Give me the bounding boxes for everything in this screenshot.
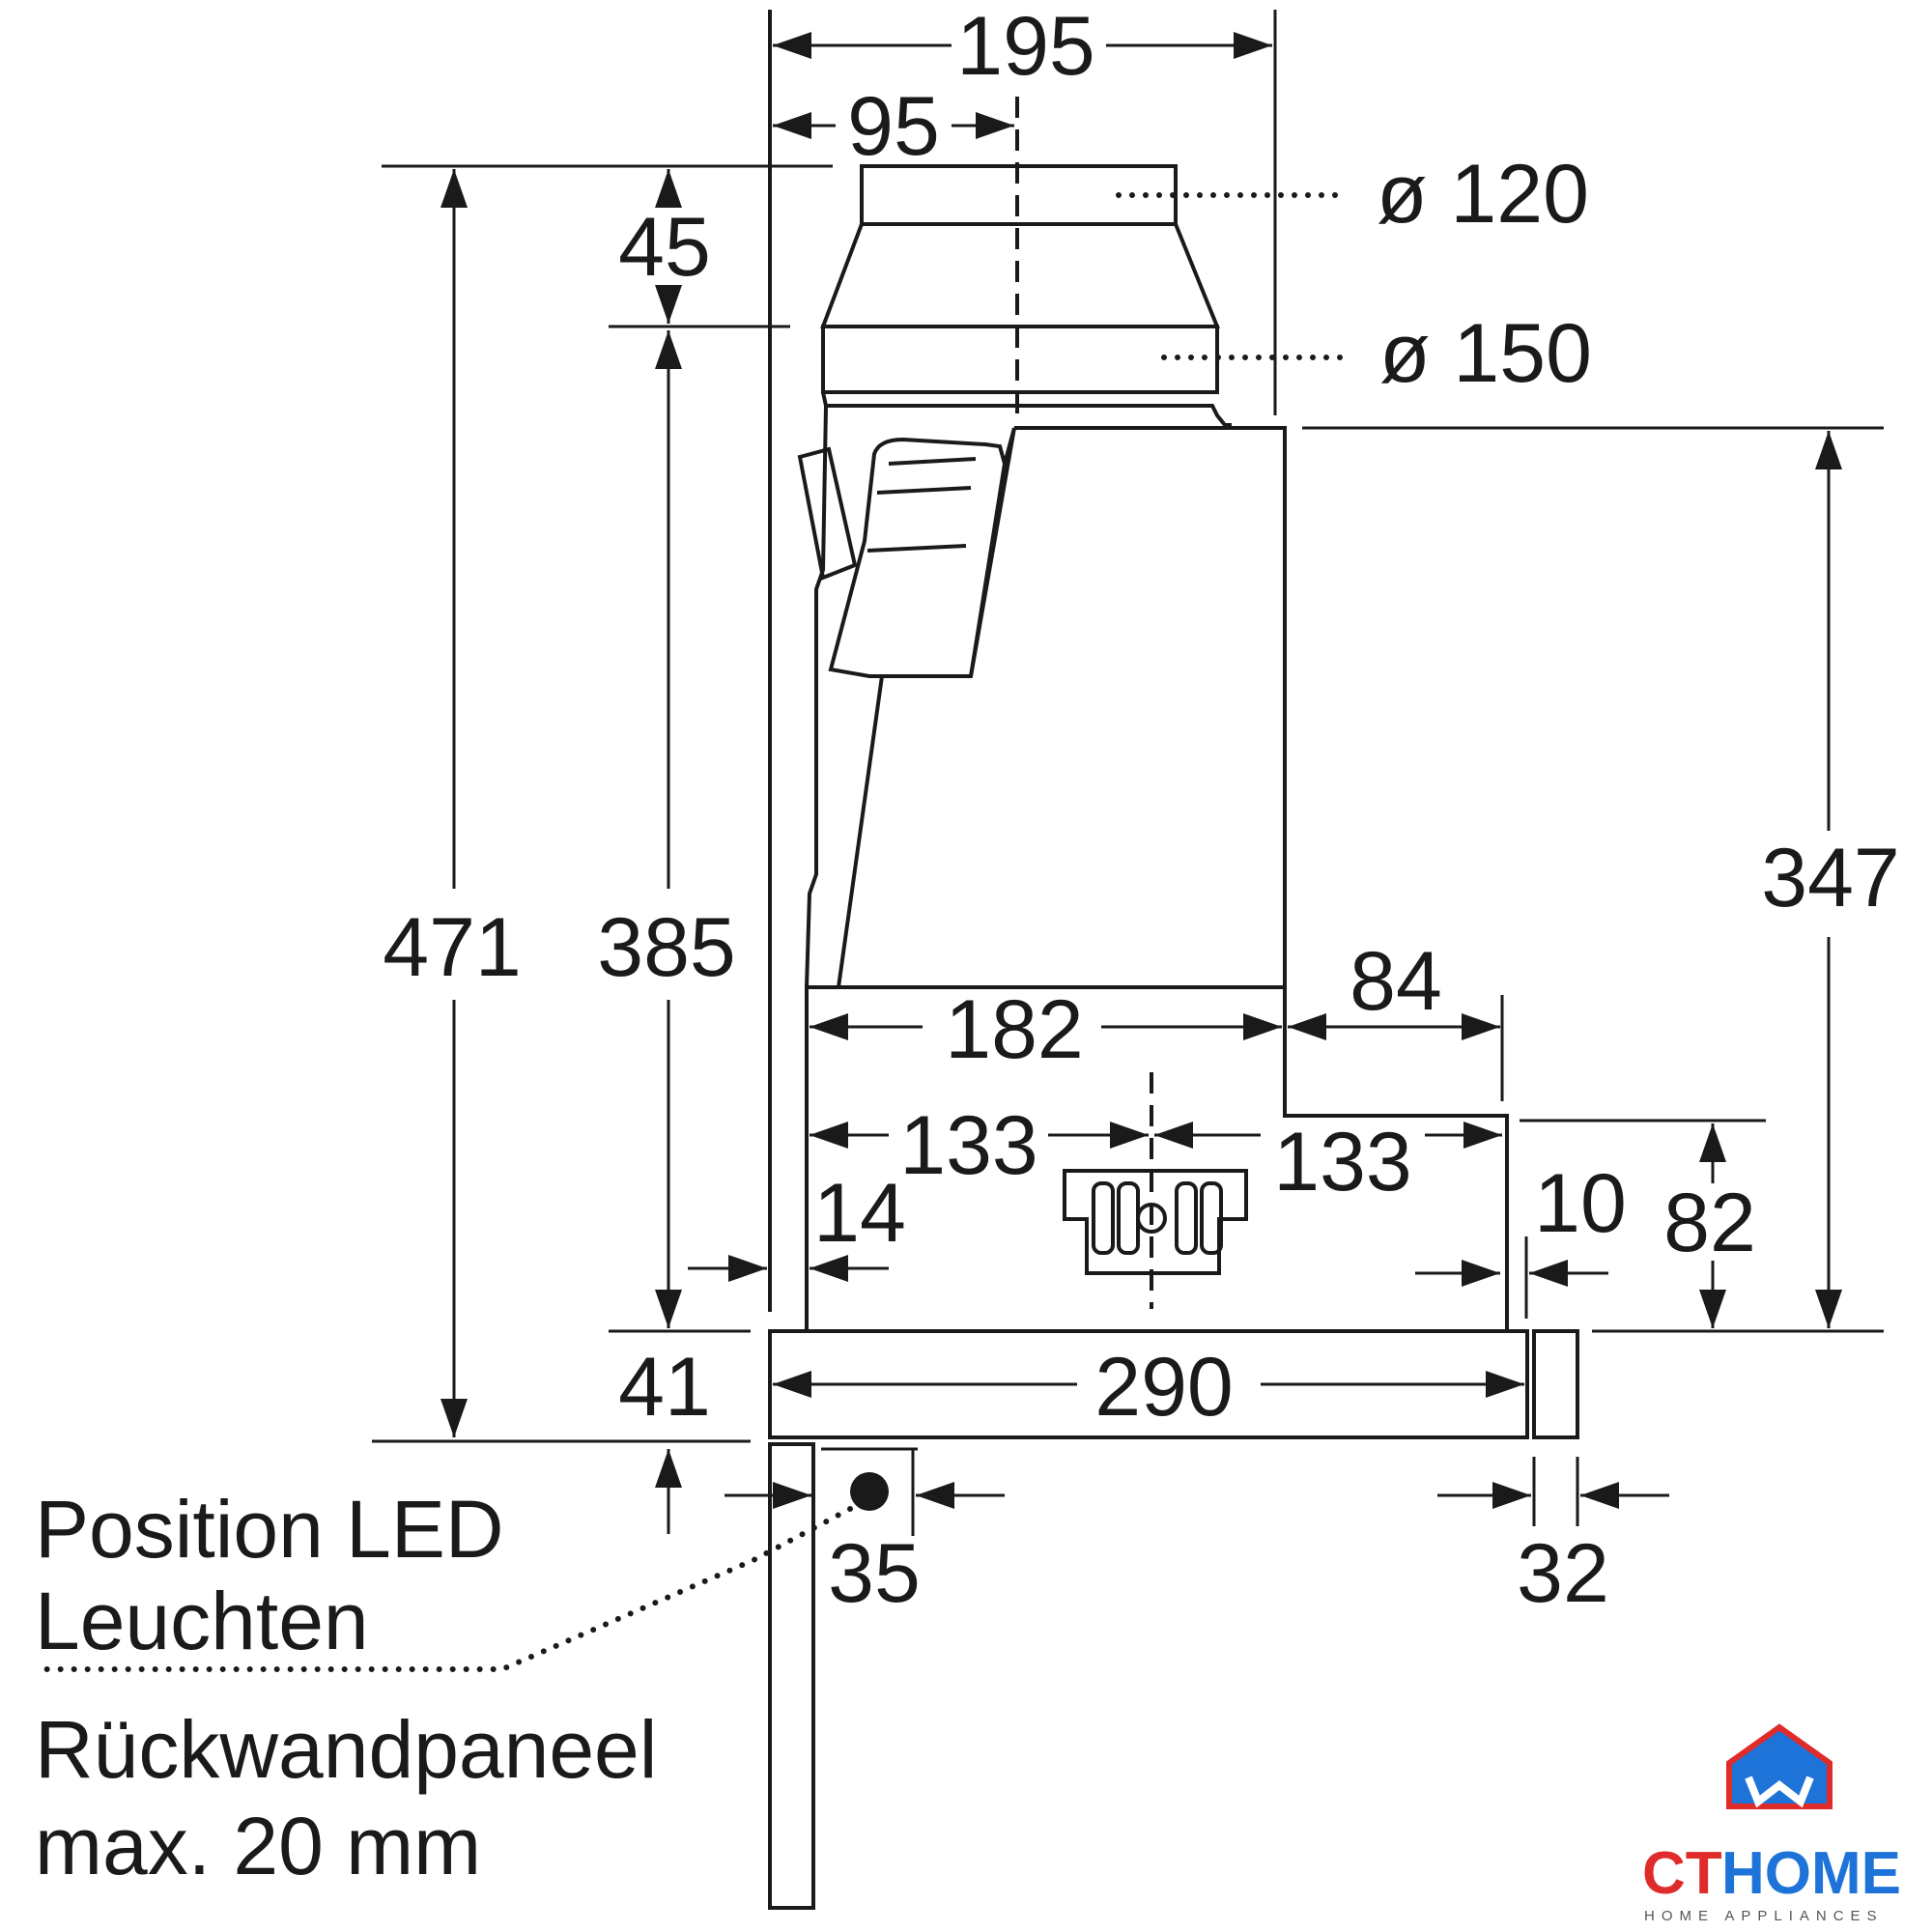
back-panel-label: Rückwandpaneel: [35, 1704, 657, 1795]
back-panel-label-2: max. 20 mm: [35, 1801, 481, 1891]
diameter-150: ø 150: [1379, 307, 1592, 400]
dim-471: 471: [383, 901, 522, 994]
dim-195: 195: [956, 0, 1095, 93]
control-module: [1063, 1072, 1248, 1309]
dim-14: 14: [813, 1167, 906, 1260]
dim-385: 385: [597, 901, 736, 994]
leader-lines: [32, 192, 1355, 1672]
diameter-120: ø 120: [1377, 148, 1589, 241]
led-position-label-2: Leuchten: [35, 1576, 369, 1666]
dim-182: 182: [945, 983, 1084, 1076]
logo-subtitle: HOME APPLIANCES: [1644, 1908, 1884, 1924]
led-position-label: Position LED: [35, 1484, 504, 1575]
dim-10: 10: [1534, 1157, 1627, 1250]
dim-45: 45: [618, 201, 711, 294]
dim-133-left: 133: [899, 1099, 1038, 1192]
logo-home: HOME: [1721, 1840, 1901, 1907]
cthome-logo: CT HOME HOME APPLIANCES: [1642, 1723, 1901, 1924]
dim-133-right: 133: [1273, 1116, 1412, 1208]
dim-95: 95: [847, 80, 940, 173]
annotations: Position LED Leuchten Rückwandpaneel max…: [35, 1484, 657, 1891]
dim-290: 290: [1094, 1341, 1234, 1434]
dim-32: 32: [1517, 1527, 1609, 1620]
dim-41: 41: [618, 1341, 711, 1434]
dimension-values: 195 95 45 471 385 41 347 182 84 133 133 …: [383, 0, 1900, 1620]
dim-82: 82: [1663, 1177, 1756, 1269]
house-icon: [1726, 1723, 1833, 1809]
dim-84: 84: [1350, 935, 1442, 1028]
rear-wall-panel: [768, 10, 815, 1910]
dim-347: 347: [1761, 832, 1900, 924]
led-light-icon: [850, 1472, 889, 1511]
dim-35: 35: [828, 1527, 921, 1620]
extension-lines: [372, 10, 1884, 1536]
logo-ct: CT: [1642, 1840, 1722, 1907]
dimension-lines: [440, 32, 1842, 1534]
